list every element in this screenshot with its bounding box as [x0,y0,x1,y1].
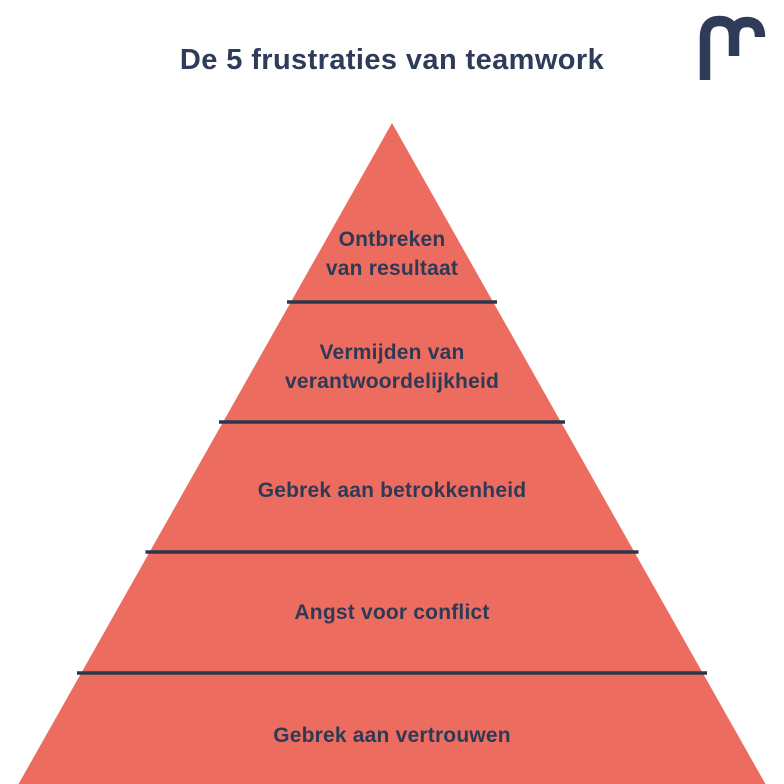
pyramid-level-3-label: Gebrek aan betrokkenheid [0,476,784,505]
pyramid-level-1-line-1: Ontbreken [338,228,446,251]
brand-m-logo-icon [699,15,766,80]
pyramid-level-5-label: Gebrek aan vertrouwen [0,721,784,750]
pyramid-level-1-line-2: van resultaat [325,257,459,280]
pyramid-level-2-line-2: verantwoordelijkheid [284,370,500,393]
pyramid-level-3-line-1: Gebrek aan betrokkenheid [257,479,527,502]
pyramid-shape [18,123,766,784]
pyramid-level-2-line-1: Vermijden van [319,341,465,364]
pyramid-level-4-line-1: Angst voor conflict [294,601,490,624]
page-title: De 5 frustraties van teamwork [179,44,605,76]
pyramid-level-2-label: Vermijden van verantwoordelijkheid [0,338,784,396]
pyramid-level-4-label: Angst voor conflict [0,598,784,627]
pyramid-level-1-label: Ontbreken van resultaat [0,225,784,283]
pyramid-level-5-line-1: Gebrek aan vertrouwen [273,724,511,747]
